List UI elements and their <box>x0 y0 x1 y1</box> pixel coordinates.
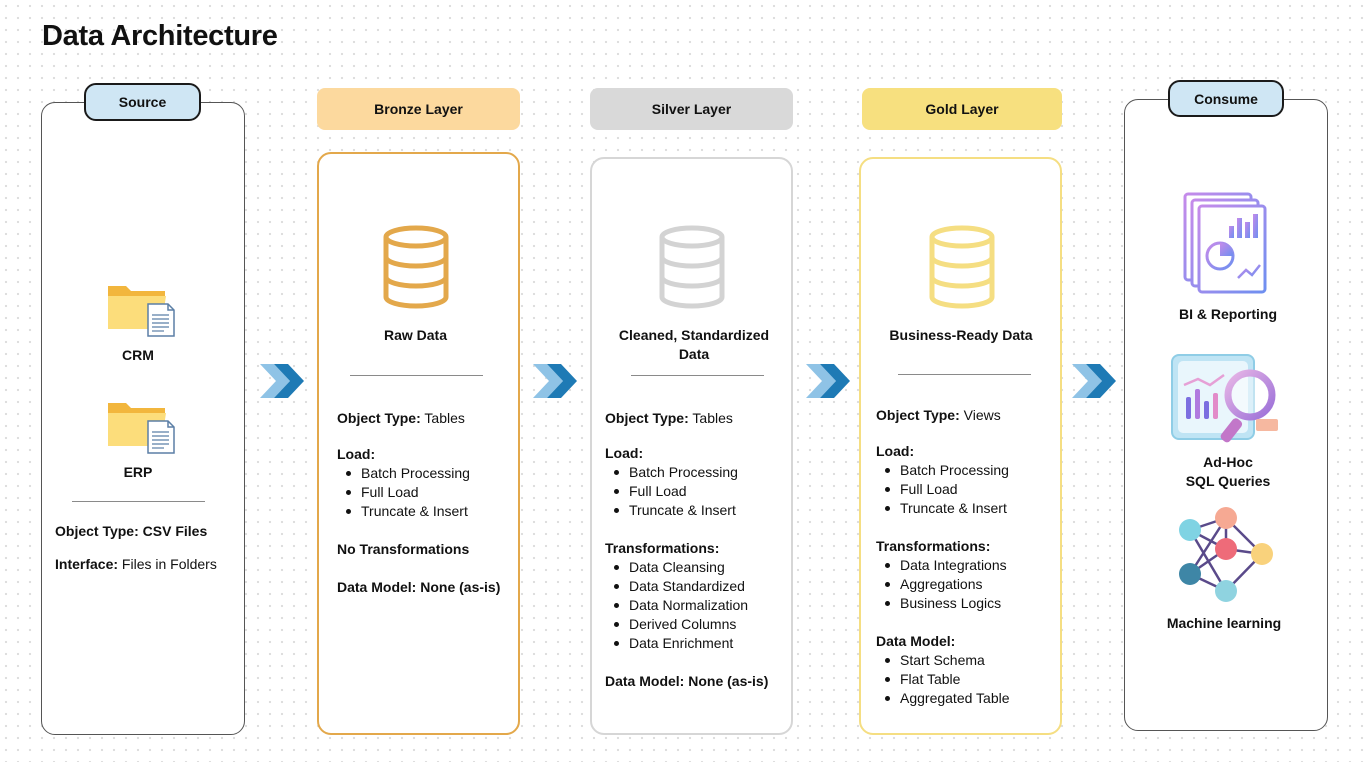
list-item: Full Load <box>605 482 768 501</box>
bronze-info: Object Type: Tables Load: Batch Processi… <box>337 409 500 597</box>
gold-center-title: Business-Ready Data <box>889 327 1033 343</box>
list-item: Derived Columns <box>605 615 768 634</box>
list-item: Data Normalization <box>605 596 768 615</box>
silver-database-icon <box>659 225 725 309</box>
silver-layer-header: Silver Layer <box>590 88 793 130</box>
arrow-source-bronze-icon <box>260 364 304 398</box>
list-item: Batch Processing <box>337 464 500 483</box>
source-object-type: Object Type: CSV Files <box>55 523 208 539</box>
bronze-load-list: Batch Processing Full Load Truncate & In… <box>337 464 500 521</box>
source-divider <box>72 501 205 502</box>
arrow-bronze-silver-icon <box>533 364 577 398</box>
bi-reporting-label: BI & Reporting <box>1179 306 1277 322</box>
bronze-transformations: No Transformations <box>337 541 470 557</box>
bronze-load-label: Load: <box>337 446 376 462</box>
list-item: Batch Processing <box>876 461 1010 480</box>
gold-info: Object Type: Views Load: Batch Processin… <box>876 406 1010 708</box>
gold-divider <box>898 374 1031 375</box>
gold-transformations-label: Transformations: <box>876 538 991 554</box>
silver-info: Object Type: Tables Load: Batch Processi… <box>605 409 768 691</box>
list-item: Aggregations <box>876 575 1010 594</box>
magnifier-chart-icon <box>1171 354 1278 443</box>
adhoc-sql-label: Ad-Hoc SQL Queries <box>1185 454 1271 489</box>
silver-load-label: Load: <box>605 445 644 461</box>
gold-data-model-list: Start Schema Flat Table Aggregated Table <box>876 651 1010 708</box>
erp-folder-icon <box>106 395 176 455</box>
gold-panel <box>859 157 1062 735</box>
gold-load-list: Batch Processing Full Load Truncate & In… <box>876 461 1010 518</box>
list-item: Data Standardized <box>605 577 768 596</box>
silver-divider <box>631 375 764 376</box>
erp-label: ERP <box>123 464 153 480</box>
arrow-silver-gold-icon <box>806 364 850 398</box>
bronze-panel <box>317 152 520 735</box>
bronze-divider <box>350 375 483 376</box>
silver-transformations-list: Data Cleansing Data Standardized Data No… <box>605 558 768 653</box>
gold-object-type: Object Type: Views <box>876 407 1001 423</box>
gold-database-icon <box>929 225 995 309</box>
report-chart-icon <box>1183 192 1267 294</box>
list-item: Business Logics <box>876 594 1010 613</box>
silver-center-title: Cleaned, Standardized Data <box>618 327 770 362</box>
source-interface: Interface: Files in Folders <box>55 556 217 572</box>
list-item: Aggregated Table <box>876 689 1010 708</box>
list-item: Full Load <box>876 480 1010 499</box>
gold-transformations-list: Data Integrations Aggregations Business … <box>876 556 1010 613</box>
list-item: Data Integrations <box>876 556 1010 575</box>
list-item: Data Enrichment <box>605 634 768 653</box>
gold-data-model-label: Data Model: <box>876 633 956 649</box>
list-item: Flat Table <box>876 670 1010 689</box>
source-pill: Source <box>84 83 201 121</box>
list-item: Full Load <box>337 483 500 502</box>
bronze-layer-header: Bronze Layer <box>317 88 520 130</box>
crm-folder-icon <box>106 278 176 338</box>
gold-layer-header: Gold Layer <box>862 88 1062 130</box>
page-title: Data Architecture <box>42 20 278 52</box>
silver-object-type: Object Type: Tables <box>605 410 733 426</box>
gold-load-label: Load: <box>876 443 915 459</box>
list-item: Batch Processing <box>605 463 768 482</box>
machine-learning-label: Machine learning <box>1166 615 1282 631</box>
list-item: Truncate & Insert <box>605 501 768 520</box>
source-info: Object Type: CSV Files Interface: Files … <box>55 522 217 574</box>
list-item: Start Schema <box>876 651 1010 670</box>
silver-transformations-label: Transformations: <box>605 540 720 556</box>
list-item: Truncate & Insert <box>337 502 500 521</box>
arrow-gold-consume-icon <box>1072 364 1116 398</box>
bronze-database-icon <box>383 225 449 309</box>
consume-pill: Consume <box>1168 80 1284 117</box>
bronze-center-title: Raw Data <box>383 327 448 343</box>
list-item: Truncate & Insert <box>876 499 1010 518</box>
silver-data-model: Data Model: None (as-is) <box>605 673 769 689</box>
silver-load-list: Batch Processing Full Load Truncate & In… <box>605 463 768 520</box>
bronze-object-type: Object Type: Tables <box>337 410 465 426</box>
neural-network-icon <box>1179 507 1273 602</box>
silver-panel <box>590 157 793 735</box>
bronze-data-model: Data Model: None (as-is) <box>337 579 501 595</box>
crm-label: CRM <box>122 347 154 363</box>
list-item: Data Cleansing <box>605 558 768 577</box>
